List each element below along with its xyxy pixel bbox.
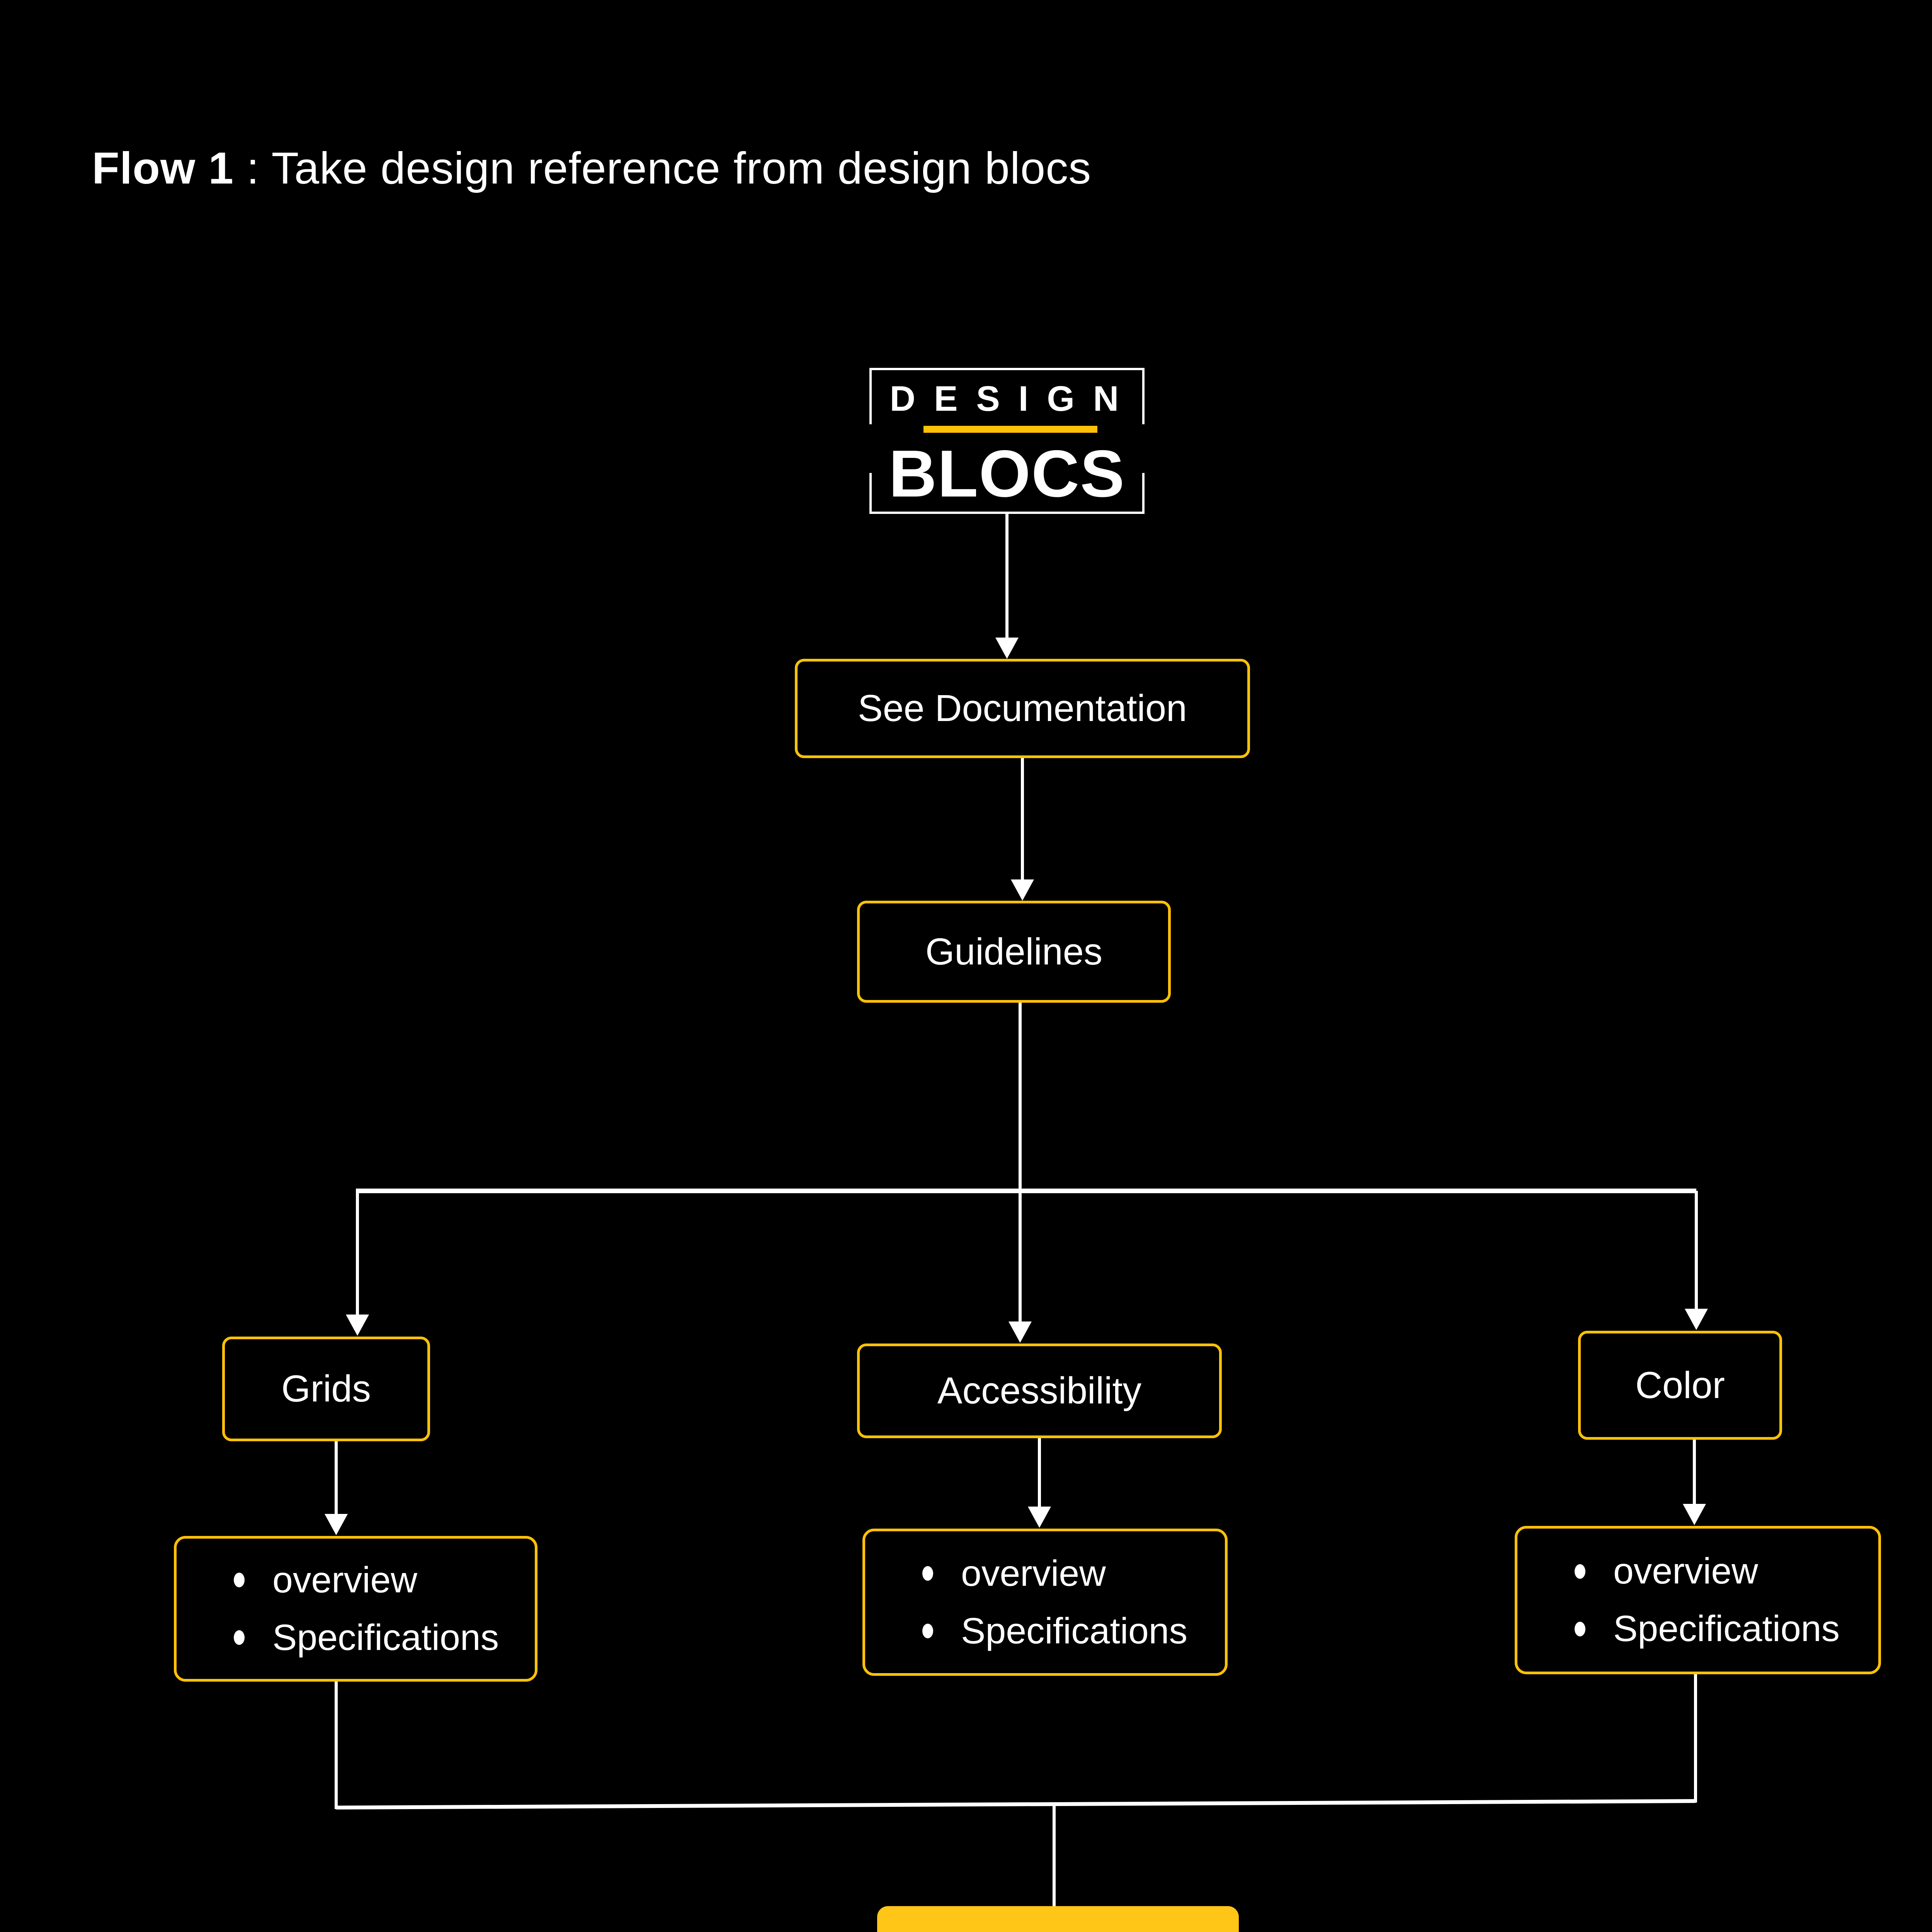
bullet-icon: [234, 1630, 245, 1645]
title-separator: :: [233, 143, 272, 193]
logo-design-text: DESIGN: [889, 379, 1138, 418]
node-label: Color: [1635, 1364, 1725, 1406]
arrow-down-icon: [1028, 1507, 1051, 1528]
list-item: overview: [234, 1559, 417, 1600]
arrow-down-icon: [346, 1315, 369, 1336]
list-item-label: overview: [272, 1559, 417, 1600]
list-item-label: Specifications: [961, 1610, 1188, 1651]
arrow-down-icon: [325, 1514, 348, 1535]
bullet-icon: [1575, 1621, 1585, 1636]
flow-node-grids: Grids: [222, 1337, 430, 1441]
list-item-label: Specifications: [272, 1617, 499, 1658]
logo-underline: [923, 426, 1097, 433]
arrow-down-icon: [995, 638, 1019, 659]
design-blocs-logo: DESIGN BLOCS: [869, 368, 1145, 514]
title-flow-label: Flow 1: [92, 143, 234, 193]
node-label: Guidelines: [925, 930, 1103, 973]
logo-bracket-bottom: [869, 473, 1145, 514]
list-item: overview: [1575, 1553, 1758, 1590]
list-item: Specifications: [1575, 1611, 1840, 1647]
arrow-down-icon: [1011, 879, 1034, 901]
flow-node-color: Color: [1578, 1331, 1782, 1440]
flow-node-guidelines: Guidelines: [857, 901, 1171, 1003]
flow-node-accessibility-details: overview Specifications: [862, 1529, 1228, 1676]
bullet-icon: [234, 1573, 245, 1587]
arrow-down-icon: [1009, 1321, 1032, 1343]
merge-cross-line: [336, 1799, 1696, 1810]
list-item-label: Specifications: [1613, 1608, 1840, 1649]
node-label: Accessibility: [937, 1369, 1142, 1412]
logo-bracket-top: [869, 368, 1145, 424]
bullet-icon: [1575, 1564, 1585, 1579]
list-item: overview: [922, 1555, 1106, 1592]
bullet-icon: [922, 1624, 933, 1638]
flow-node-grids-details: overview Specifications: [174, 1536, 537, 1682]
flow-node-color-details: overview Specifications: [1515, 1526, 1881, 1674]
bullet-icon: [922, 1566, 933, 1581]
list-item-label: overview: [961, 1553, 1106, 1594]
flow-node-see-documentation: See Documentation: [795, 659, 1250, 758]
node-label: See Documentation: [858, 687, 1187, 730]
flow-node-accessibility: Accessibility: [857, 1344, 1222, 1438]
title-description: Take design reference from design blocs: [271, 143, 1092, 193]
flow-node-reference-taken: Reference taken: [877, 1906, 1239, 1932]
arrow-down-icon: [1683, 1504, 1706, 1525]
node-label: Grids: [281, 1367, 371, 1410]
logo-blocs-text: BLOCS: [889, 437, 1125, 511]
arrow-down-icon: [1685, 1309, 1708, 1330]
page-title: Flow 1 : Take design reference from desi…: [92, 142, 1091, 194]
list-item: Specifications: [922, 1610, 1188, 1651]
list-item: Specifications: [234, 1619, 499, 1656]
list-item-label: overview: [1613, 1551, 1758, 1592]
